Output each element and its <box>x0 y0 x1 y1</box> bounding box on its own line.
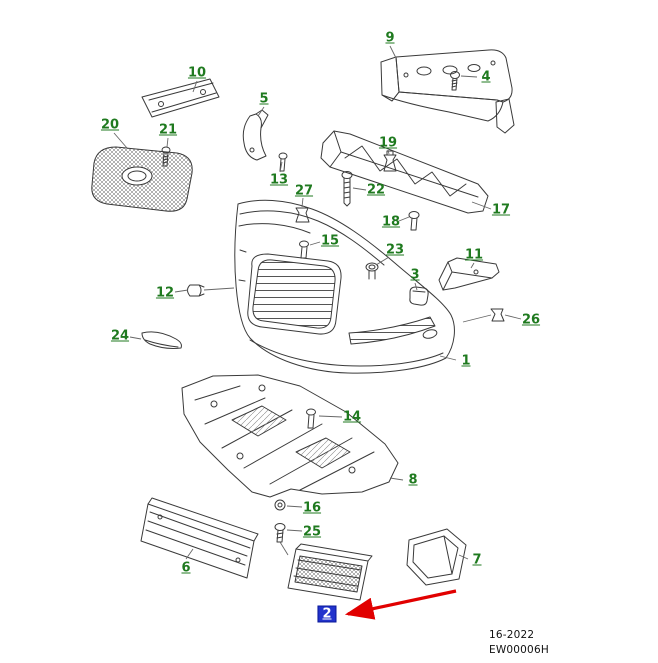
callout-6[interactable]: 6 <box>181 560 191 576</box>
callout-21[interactable]: 21 <box>158 122 178 138</box>
callout-8[interactable]: 8 <box>408 472 418 488</box>
part-grommet-23 <box>365 262 379 280</box>
part-cover-3 <box>409 286 429 306</box>
part-impact-bar-upper <box>380 49 515 134</box>
part-bolt-22 <box>341 171 353 207</box>
callout-10[interactable]: 10 <box>187 65 207 81</box>
part-screw-14 <box>306 408 316 429</box>
drawing-id: EW00006H <box>489 643 549 656</box>
callout-5[interactable]: 5 <box>259 91 269 107</box>
part-grille-upper <box>91 146 193 212</box>
callout-1[interactable]: 1 <box>461 353 471 369</box>
callout-20[interactable]: 20 <box>100 117 120 133</box>
part-duct-bracket <box>406 528 467 586</box>
callout-3[interactable]: 3 <box>410 267 420 283</box>
leader-lines <box>113 45 522 560</box>
part-lower-grille-centre <box>287 543 373 601</box>
part-plate-bracket <box>141 78 220 118</box>
callout-18[interactable]: 18 <box>381 214 401 230</box>
part-clip-27 <box>295 207 310 223</box>
part-bolt-25 <box>274 523 286 543</box>
callout-24[interactable]: 24 <box>110 328 130 344</box>
part-screw-21 <box>161 146 171 167</box>
part-screw-18 <box>408 211 420 231</box>
part-undertray <box>181 374 399 498</box>
callout-22[interactable]: 22 <box>366 182 386 198</box>
part-trim-strip <box>141 331 182 349</box>
callout-13[interactable]: 13 <box>269 172 289 188</box>
part-bracket-11 <box>438 257 500 291</box>
callout-9[interactable]: 9 <box>385 30 395 46</box>
part-bumper-cover <box>234 199 455 374</box>
part-clip-26 <box>490 308 505 322</box>
callout-27[interactable]: 27 <box>294 183 314 199</box>
part-screw-4 <box>450 71 460 91</box>
part-bracket-5 <box>242 109 269 161</box>
drawing-reference: 16-2022 EW00006H <box>489 628 549 657</box>
part-screw-15 <box>299 240 309 259</box>
part-clip-19 <box>383 150 397 172</box>
callout-23[interactable]: 23 <box>385 242 405 258</box>
callout-26[interactable]: 26 <box>521 312 541 328</box>
selection-arrow <box>344 589 457 620</box>
drawing-code: 16-2022 <box>489 629 535 641</box>
callout-7[interactable]: 7 <box>472 552 482 568</box>
part-clip-12 <box>187 284 205 297</box>
callout-4[interactable]: 4 <box>481 69 491 85</box>
callout-12[interactable]: 12 <box>155 285 175 301</box>
part-screw-13 <box>278 152 288 172</box>
part-absorber-bar <box>320 130 489 214</box>
callout-2[interactable]: 2 <box>317 605 337 623</box>
callout-17[interactable]: 17 <box>491 202 511 218</box>
callout-14[interactable]: 14 <box>342 409 362 425</box>
part-lower-grille-left <box>140 497 259 579</box>
callout-15[interactable]: 15 <box>320 233 340 249</box>
callout-16[interactable]: 16 <box>302 500 322 516</box>
callout-11[interactable]: 11 <box>464 247 484 263</box>
part-bolt-16 <box>274 499 286 511</box>
callout-25[interactable]: 25 <box>302 524 322 540</box>
callout-19[interactable]: 19 <box>378 135 398 151</box>
